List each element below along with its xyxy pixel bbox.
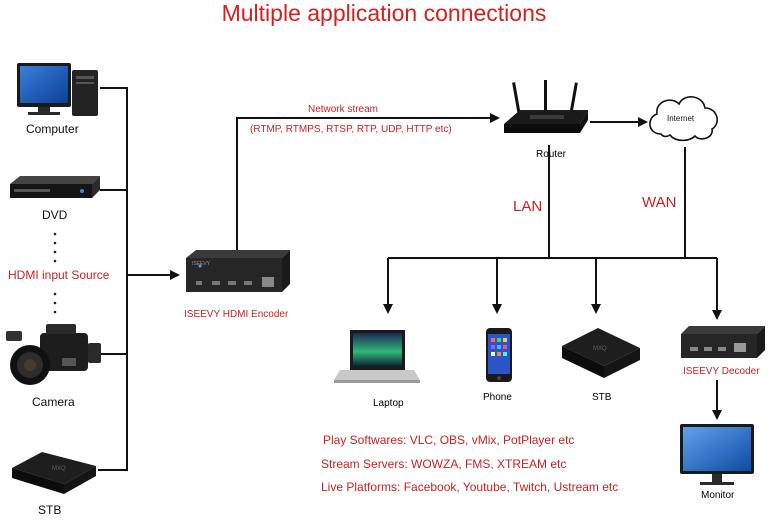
- monitor-icon: [680, 424, 754, 485]
- decoder-label: ISEEVY Decoder: [683, 366, 760, 377]
- phone-icon: [486, 328, 512, 382]
- stb-source-label: STB: [38, 503, 62, 517]
- lan-label: LAN: [513, 198, 543, 215]
- hdmi-input-source-label: HDMI input Source: [8, 268, 110, 282]
- network-stream-title: Network stream: [308, 104, 379, 115]
- encoder-device-icon: ISEEVY: [186, 250, 290, 292]
- monitor-label: Monitor: [701, 490, 735, 501]
- laptop-icon: [334, 330, 420, 383]
- camera-label: Camera: [32, 395, 75, 409]
- decoder-device-icon: [681, 326, 765, 358]
- stb-box-icon: MXQ: [12, 452, 96, 494]
- computer-icon: [17, 63, 98, 116]
- camera-icon: [6, 324, 101, 385]
- svg-text:MXQ: MXQ: [593, 346, 607, 352]
- internet-label: Internet: [667, 114, 695, 123]
- info-line-play-softwares: Play Softwares: VLC, OBS, vMix, PotPlaye…: [323, 433, 575, 447]
- encoder-to-router-arrow: [236, 113, 500, 250]
- encoder-label: ISEEVY HDMI Encoder: [184, 309, 289, 320]
- connector-lines: [98, 87, 722, 471]
- dvd-player-icon: [10, 176, 100, 198]
- diagram-title: Multiple application connections: [221, 0, 547, 26]
- internet-cloud-icon: [649, 96, 718, 142]
- phone-label: Phone: [483, 392, 512, 403]
- laptop-label: Laptop: [373, 398, 404, 409]
- svg-text:MXQ: MXQ: [52, 466, 66, 472]
- svg-text:ISEEVY: ISEEVY: [192, 261, 211, 267]
- info-line-stream-servers: Stream Servers: WOWZA, FMS, XTREAM etc: [321, 457, 567, 471]
- stb-label: STB: [592, 392, 612, 403]
- ellipsis-dots: [53, 232, 57, 314]
- computer-label: Computer: [26, 122, 79, 136]
- wan-label: WAN: [642, 194, 677, 211]
- router-icon: [504, 80, 588, 133]
- stb-box-icon: MXQ: [562, 328, 640, 378]
- router-label: Router: [536, 149, 567, 160]
- info-line-live-platforms: Live Platforms: Facebook, Youtube, Twitc…: [321, 480, 619, 494]
- dvd-label: DVD: [42, 208, 68, 222]
- source-bus-line: [98, 87, 128, 471]
- network-stream-protocols: (RTMP, RTMPS, RTSP, RTP, UDP, HTTP etc): [250, 124, 452, 135]
